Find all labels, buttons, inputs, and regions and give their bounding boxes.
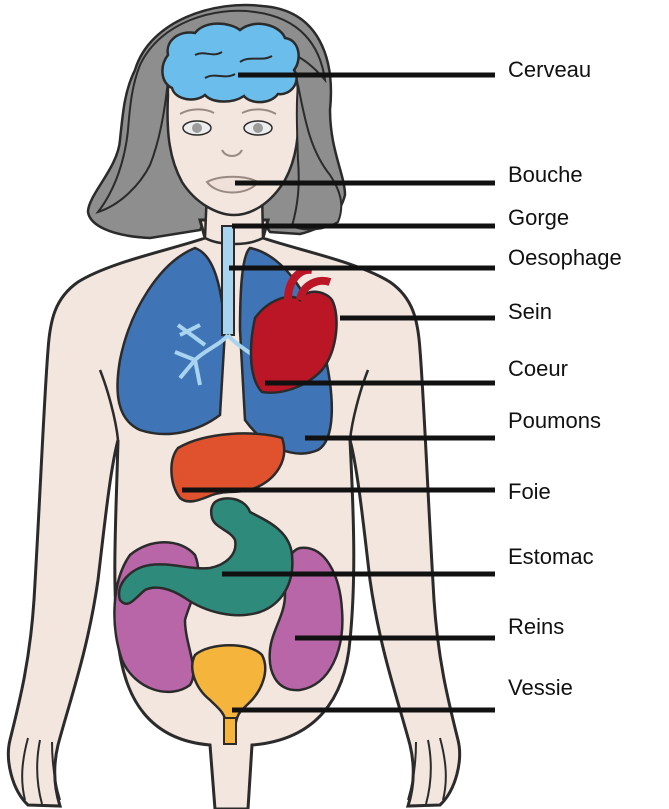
label-bladder: Vessie — [508, 676, 573, 700]
label-esophagus: Oesophage — [508, 246, 622, 270]
label-heart: Coeur — [508, 357, 568, 381]
label-brain: Cerveau — [508, 58, 591, 82]
left-iris — [192, 123, 202, 133]
label-throat: Gorge — [508, 206, 569, 230]
urethra — [224, 718, 236, 744]
label-lungs: Poumons — [508, 409, 601, 433]
label-stomach: Estomac — [508, 545, 594, 569]
brain — [162, 24, 298, 103]
label-mouth: Bouche — [508, 163, 583, 187]
label-kidneys: Reins — [508, 615, 564, 639]
label-liver: Foie — [508, 480, 551, 504]
right-iris — [253, 123, 263, 133]
trachea — [222, 226, 234, 335]
label-breast: Sein — [508, 300, 552, 324]
